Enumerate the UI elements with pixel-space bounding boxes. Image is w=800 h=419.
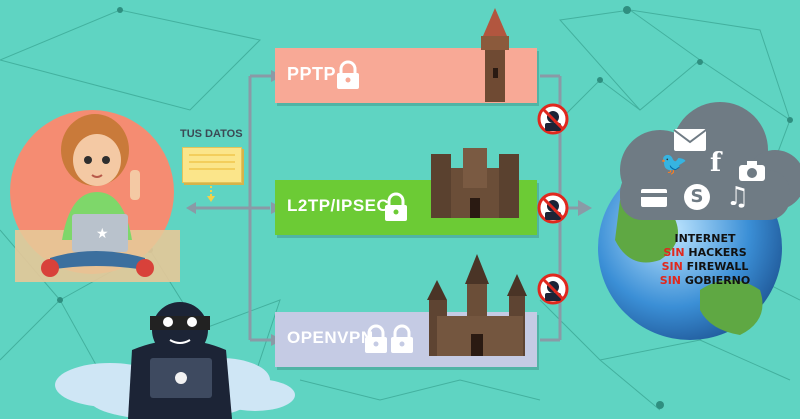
internet-title: INTERNET bbox=[674, 232, 736, 245]
protocol-label-pptp: PPTP bbox=[287, 64, 337, 84]
user-data-document bbox=[182, 147, 242, 183]
card-icon bbox=[641, 189, 667, 207]
no-spy-icon bbox=[537, 192, 569, 224]
camera-icon bbox=[739, 161, 765, 181]
protocol-label-openvpn: OPENVPN bbox=[287, 328, 374, 347]
no-spy-icon bbox=[537, 103, 569, 135]
no-spy-icon bbox=[537, 273, 569, 305]
protocol-banner-pptp[interactable]: PPTP bbox=[275, 8, 537, 103]
castle-tower-illustration bbox=[481, 8, 509, 102]
castle-illustration bbox=[427, 254, 527, 356]
internet-line: SIN FIREWALL bbox=[661, 260, 749, 273]
protocol-banner-l2tp-ipsec[interactable]: L2TP/IPSEC bbox=[275, 148, 537, 235]
mail-icon bbox=[673, 129, 707, 151]
svg-text:★: ★ bbox=[96, 226, 109, 242]
lock-icon bbox=[385, 192, 407, 221]
music-icon: ♫ bbox=[726, 182, 750, 212]
lock-icon bbox=[337, 60, 359, 89]
lock-icon bbox=[391, 324, 413, 353]
protocol-label-l2tp-ipsec: L2TP/IPSEC bbox=[287, 196, 390, 215]
internet-features: INTERNET SIN HACKERS SIN FIREWALL SIN GO… bbox=[650, 232, 760, 288]
lock-icon bbox=[365, 324, 387, 353]
fortress-illustration bbox=[431, 148, 519, 218]
skype-icon: S bbox=[684, 184, 710, 210]
user-data-label: TUS DATOS bbox=[180, 128, 243, 140]
protocol-banner-openvpn[interactable]: OPENVPN bbox=[275, 254, 537, 367]
twitter-icon: 🐦 bbox=[660, 152, 688, 177]
internet-line: SIN HACKERS bbox=[663, 246, 747, 259]
facebook-icon: f bbox=[710, 148, 722, 178]
internet-line: SIN GOBIERNO bbox=[659, 274, 751, 287]
